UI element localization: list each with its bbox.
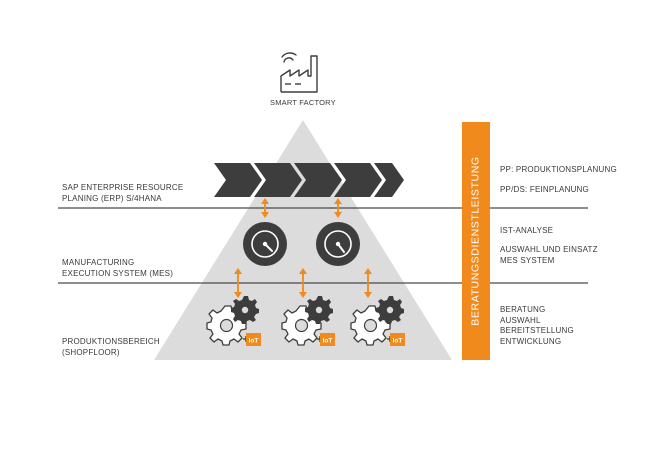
shopfloor-label-line-1: PRODUKTIONSBEREICH bbox=[62, 337, 160, 346]
mes-layer-label: MANUFACTURING EXECUTION SYSTEM (MES) bbox=[62, 258, 173, 279]
gear-icon bbox=[376, 296, 404, 324]
double-arrow-icon bbox=[334, 198, 342, 218]
gauge-icon bbox=[316, 222, 360, 266]
erp-process-chevrons bbox=[214, 163, 404, 197]
pyramid bbox=[154, 120, 452, 360]
double-arrow-icon bbox=[261, 198, 269, 218]
auswahl-line-1: AUSWAHL UND EINSATZ bbox=[500, 245, 598, 254]
device-group-2: IoT bbox=[281, 296, 335, 346]
factory-icon bbox=[280, 52, 318, 93]
erp-label-line-1: SAP ENTERPRISE RESOURCE bbox=[62, 183, 184, 192]
iot-badge: IoT bbox=[390, 333, 405, 346]
double-arrow-icon bbox=[364, 268, 372, 298]
mes-label-line-2: EXECUTION SYSTEM (MES) bbox=[62, 268, 174, 278]
vertical-band-label-wrap: BERATUNGSDIENSTLEISTUNG bbox=[462, 122, 490, 360]
auswahl-line-2: MES SYSTEM bbox=[500, 255, 555, 265]
shopfloor-label-line-2: (SHOPFLOOR) bbox=[62, 347, 120, 357]
erp-label-line-2: PLANING (ERP) S/4HANA bbox=[62, 193, 162, 203]
shopfloor-layer-label: PRODUKTIONSBEREICH (SHOPFLOOR) bbox=[62, 337, 160, 358]
double-arrow-icon bbox=[234, 268, 242, 298]
ppds-label: PP/DS: FEINPLANUNG bbox=[500, 185, 589, 194]
iot-badge-text: IoT bbox=[393, 338, 403, 345]
iot-badge: IoT bbox=[320, 333, 335, 346]
iot-badge-text: IoT bbox=[323, 338, 333, 345]
beratung-item: BEREITSTELLUNG bbox=[500, 326, 574, 335]
beratung-item: ENTWICKLUNG bbox=[500, 336, 562, 346]
iot-badge: IoT bbox=[246, 333, 261, 346]
iot-badge-text: IoT bbox=[249, 338, 259, 345]
device-group-3: IoT bbox=[350, 296, 405, 346]
vertical-band bbox=[462, 122, 490, 360]
beratung-list: BERATUNG AUSWAHL BEREITSTELLUNG ENTWICKL… bbox=[500, 305, 574, 347]
pp-label: PP: PRODUKTIONSPLANUNG bbox=[500, 165, 617, 174]
chevron-icon bbox=[254, 163, 302, 197]
beratung-item: BERATUNG bbox=[500, 305, 546, 314]
connector-arrows bbox=[234, 198, 372, 298]
double-arrow-icon bbox=[299, 268, 307, 298]
beratung-item: AUSWAHL bbox=[500, 315, 541, 325]
smart-factory-label: SMART FACTORY bbox=[270, 98, 336, 107]
gear-icon bbox=[305, 296, 333, 324]
chevron-icon bbox=[294, 163, 342, 197]
device-group-1: IoT bbox=[206, 296, 261, 346]
auswahl-label: AUSWAHL UND EINSATZ MES SYSTEM bbox=[500, 245, 598, 266]
chevron-icon bbox=[374, 163, 404, 197]
mes-label-line-1: MANUFACTURING bbox=[62, 258, 135, 267]
vertical-band-label: BERATUNGSDIENSTLEISTUNG bbox=[470, 156, 483, 326]
erp-layer-label: SAP ENTERPRISE RESOURCE PLANING (ERP) S/… bbox=[62, 183, 183, 204]
chevron-icon bbox=[334, 163, 382, 197]
ist-analyse-label: IST-ANALYSE bbox=[500, 226, 554, 235]
chevron-icon bbox=[214, 163, 262, 197]
gear-icon bbox=[231, 296, 259, 324]
gauge-icon bbox=[243, 222, 287, 266]
